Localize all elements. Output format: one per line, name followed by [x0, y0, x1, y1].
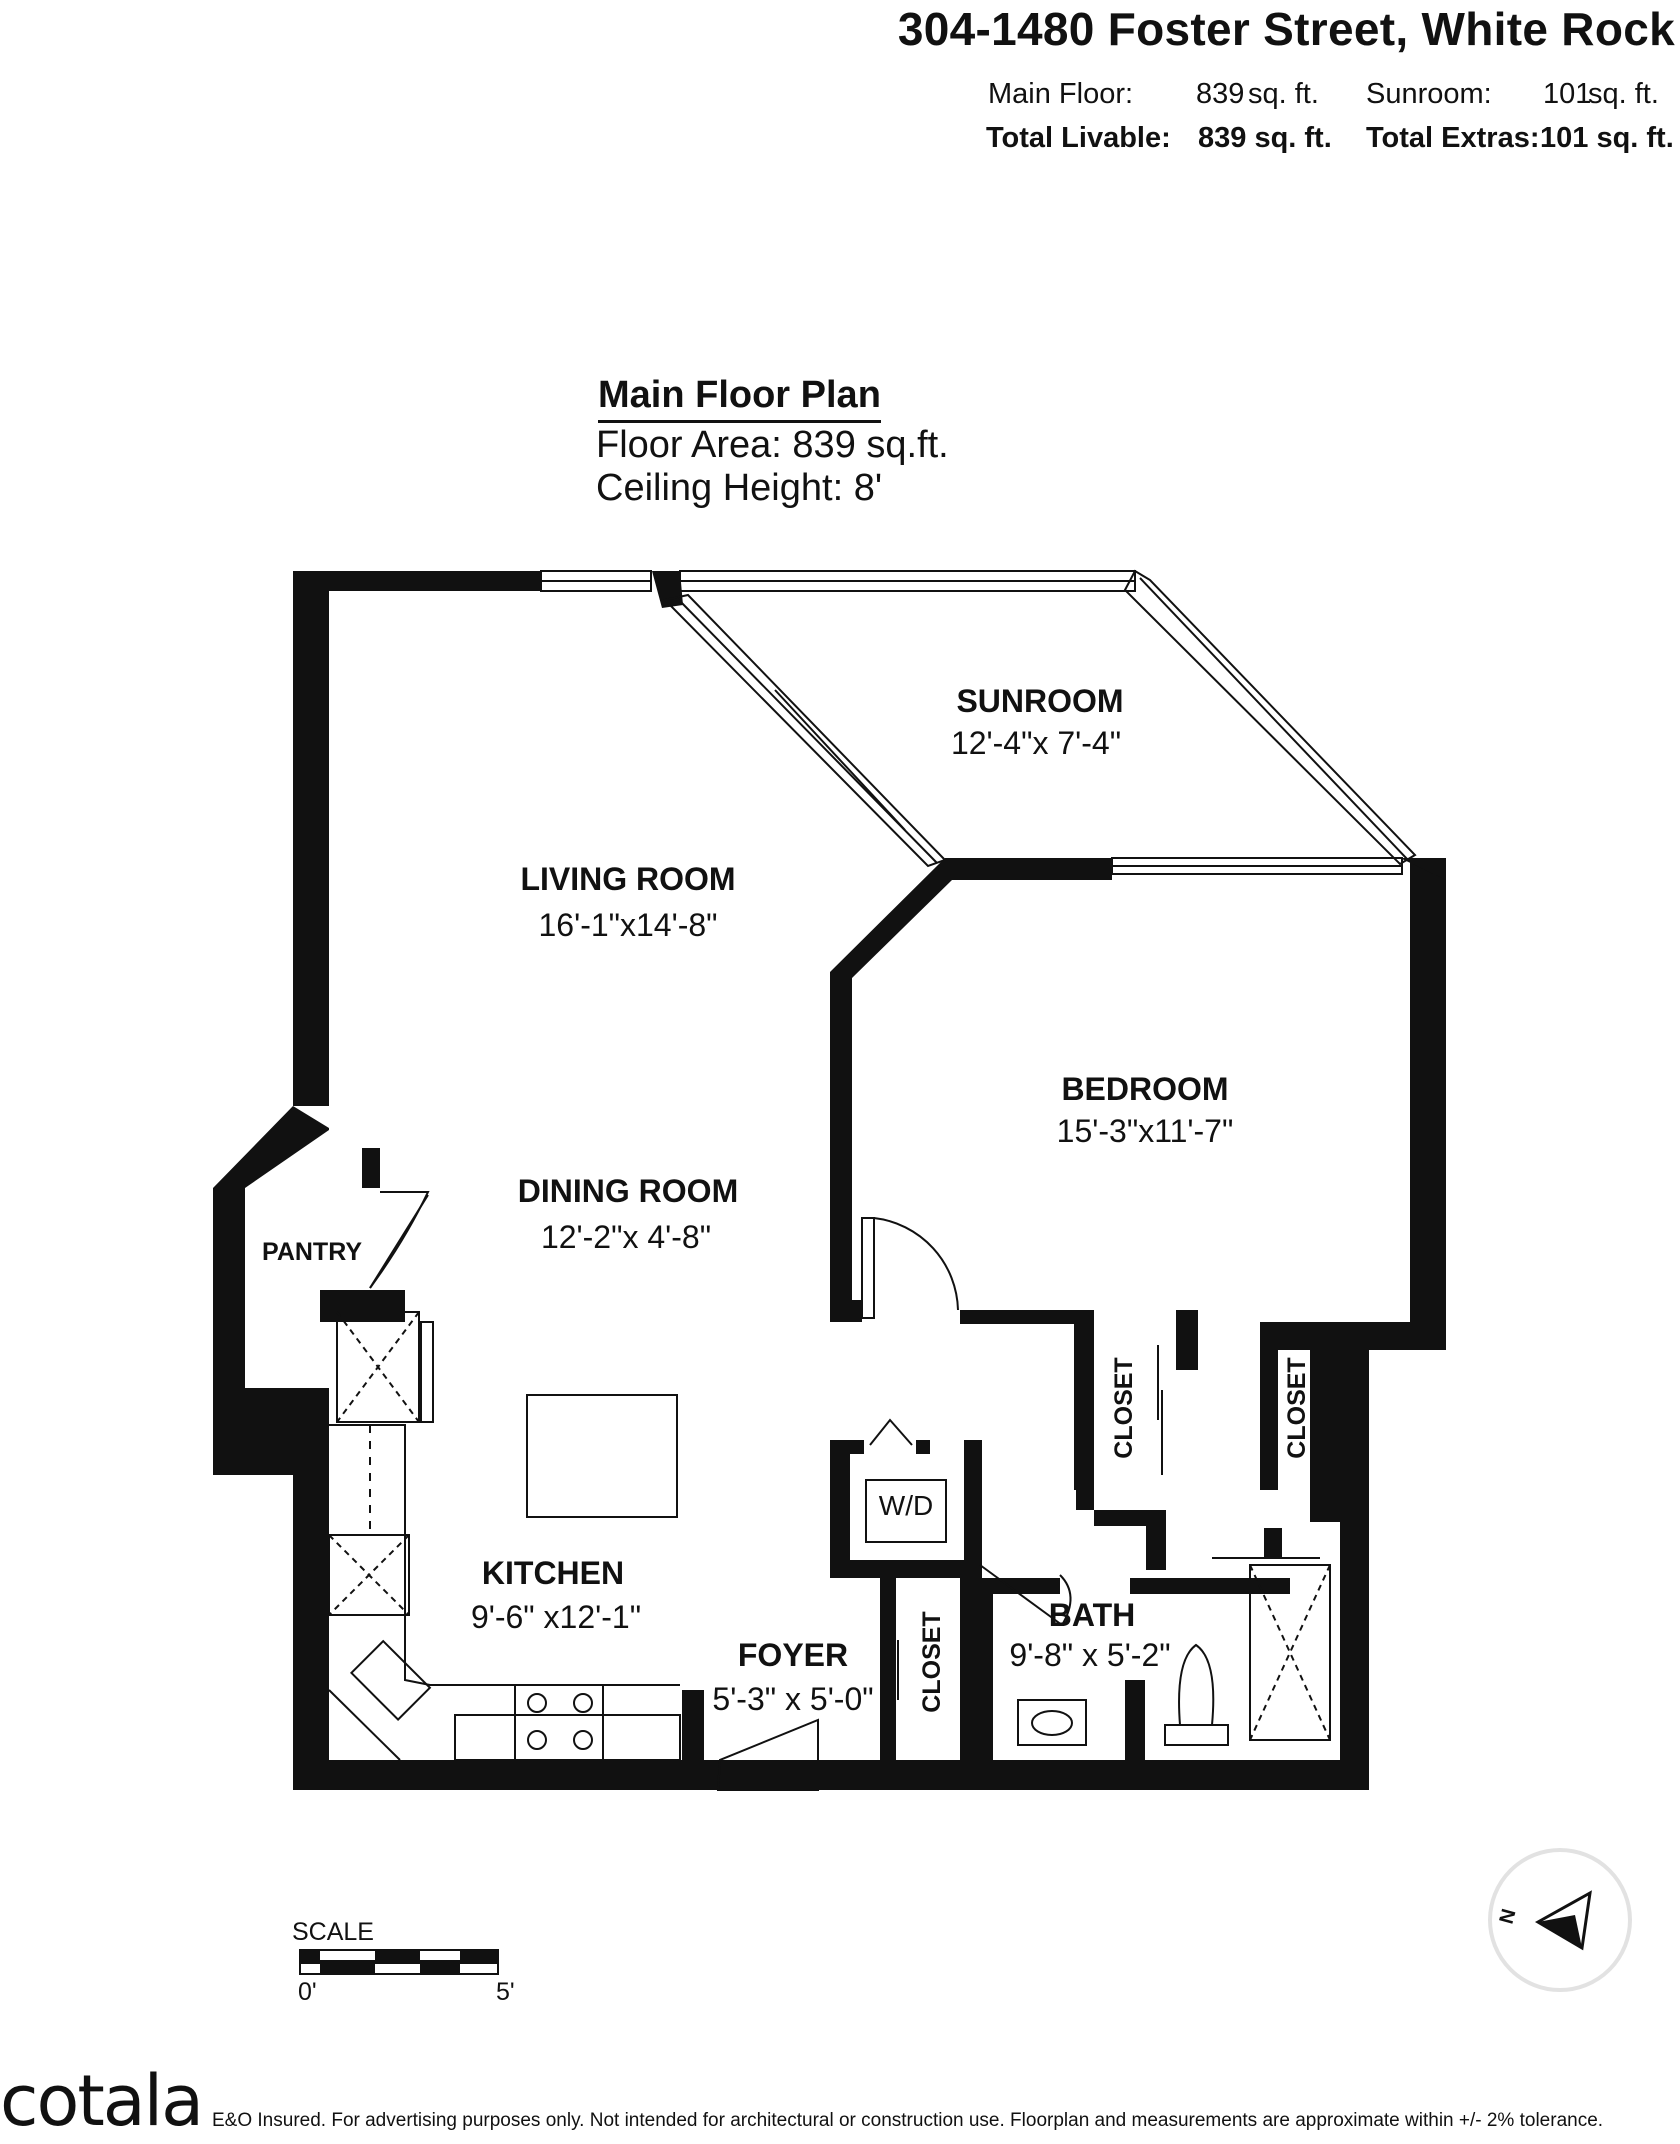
bedroom-name: BEDROOM: [1061, 1071, 1228, 1107]
foyer-name: FOYER: [738, 1637, 848, 1673]
scale-end: 5': [496, 1978, 515, 2006]
property-address: 304-1480 Foster Street, White Rock: [897, 3, 1675, 55]
doors: [369, 1191, 1273, 1791]
floor-area: Floor Area: 839 sq.ft.: [596, 424, 949, 466]
sunroom-dims: 12'-4"x 7'-4": [951, 725, 1121, 761]
scale-bar: SCALE 0' 5': [292, 1918, 515, 2006]
north-compass-icon: N: [1488, 1848, 1632, 1992]
living-room-name: LIVING ROOM: [520, 861, 735, 897]
windows: [540, 569, 1417, 875]
closet-foyer-name: CLOSET: [918, 1611, 946, 1712]
ceiling-height: Ceiling Height: 8': [596, 467, 883, 509]
washer-dryer-label: W/D: [879, 1490, 933, 1521]
bath-name: BATH: [1049, 1597, 1136, 1633]
disclaimer: E&O Insured. For advertising purposes on…: [212, 2110, 1604, 2131]
brand-logo: cotala: [0, 2060, 204, 2142]
total-extras-label: Total Extras:: [1366, 122, 1540, 154]
sunroom-area-value: 101: [1543, 78, 1592, 110]
main-floor-unit: sq. ft.: [1248, 78, 1319, 110]
plan-title: Main Floor Plan: [598, 374, 881, 423]
total-livable-value: 839 sq. ft.: [1198, 122, 1332, 154]
living-room-dims: 16'-1"x14'-8": [538, 907, 717, 943]
kitchen-name: KITCHEN: [482, 1555, 624, 1591]
kitchen-dims: 9'-6" x12'-1": [471, 1599, 641, 1635]
compass-north-letter: N: [1496, 1907, 1521, 1927]
closet-left-name: CLOSET: [1110, 1357, 1138, 1458]
pantry-name: PANTRY: [262, 1238, 362, 1266]
dining-room-dims: 12'-2"x 4'-8": [541, 1219, 711, 1255]
total-livable-label: Total Livable:: [986, 122, 1171, 154]
room-labels: SUNROOM 12'-4"x 7'-4" LIVING ROOM 16'-1"…: [262, 683, 1311, 1717]
bedroom-dims: 15'-3"x11'-7": [1057, 1113, 1234, 1149]
bath-dims: 9'-8" x 5'-2": [1009, 1637, 1170, 1673]
stove-burners: [527, 1693, 593, 1750]
main-floor-value: 839: [1196, 78, 1245, 110]
foyer-dims: 5'-3" x 5'-0": [712, 1681, 873, 1717]
main-floor-label: Main Floor:: [988, 78, 1134, 110]
scale-start: 0': [298, 1978, 317, 2006]
sunroom-area-unit: sq. ft.: [1588, 78, 1659, 110]
closet-right-name: CLOSET: [1283, 1357, 1311, 1458]
total-extras-value: 101 sq. ft.: [1540, 122, 1674, 154]
exterior-walls: [213, 571, 1446, 1790]
dining-room-name: DINING ROOM: [518, 1173, 738, 1209]
fixtures: [328, 1311, 1331, 1761]
sunroom-area-label: Sunroom:: [1366, 78, 1492, 110]
scale-label: SCALE: [292, 1918, 374, 1946]
sunroom-name: SUNROOM: [956, 683, 1123, 719]
